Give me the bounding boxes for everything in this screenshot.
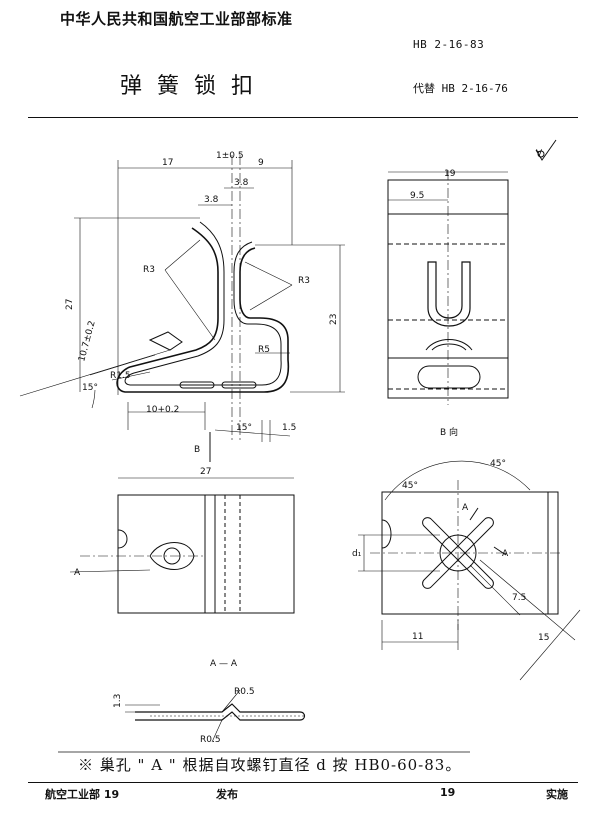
footer-issuer: 航空工业部 19: [45, 788, 120, 801]
document-title: 弹 簧 锁 扣: [120, 74, 257, 99]
svg-text:15°: 15°: [82, 383, 98, 393]
footnote: ※ 巢孔 " A " 根据自攻螺钉直径 d 按 HB0-60-83。: [78, 756, 462, 774]
svg-text:3.8: 3.8: [204, 195, 219, 205]
replaces-standard: 代替 HB 2-16-76: [413, 82, 508, 95]
svg-text:45°: 45°: [402, 481, 418, 491]
footer-effective: 实施: [546, 788, 568, 801]
main-view: [19, 155, 345, 462]
side-view: [387, 170, 509, 405]
svg-text:A: A: [502, 549, 509, 559]
svg-text:R0.5: R0.5: [200, 735, 221, 745]
svg-text:9.5: 9.5: [410, 191, 424, 201]
svg-text:R3: R3: [298, 276, 310, 286]
footer-issued: 发布: [216, 788, 238, 801]
svg-text:45°: 45°: [490, 459, 506, 469]
svg-text:A — A: A — A: [210, 659, 238, 669]
svg-text:d₁: d₁: [352, 549, 362, 559]
svg-text:15: 15: [538, 633, 549, 643]
issuing-organization: 中华人民共和国航空工业部部标准: [60, 10, 293, 28]
svg-text:9: 9: [258, 158, 264, 168]
svg-text:A: A: [462, 503, 469, 513]
svg-text:1.5: 1.5: [282, 423, 296, 433]
svg-text:27: 27: [65, 299, 75, 310]
footer-year: 19: [440, 786, 456, 799]
svg-text:11: 11: [412, 632, 423, 642]
svg-text:10+0.2: 10+0.2: [146, 405, 179, 415]
svg-text:19: 19: [444, 169, 456, 179]
section-a-a: [125, 689, 306, 743]
svg-text:7.5: 7.5: [512, 593, 526, 603]
svg-text:1.3: 1.3: [113, 694, 123, 708]
svg-text:R5: R5: [258, 345, 270, 355]
svg-text:1±0.5: 1±0.5: [216, 151, 244, 161]
svg-text:R0.5: R0.5: [234, 687, 255, 697]
standard-number: HB 2-16-83: [413, 38, 485, 51]
svg-text:23: 23: [329, 314, 339, 325]
bottom-view: [69, 477, 295, 614]
dimension-labels: 17 1±0.5 9 3.8 3.8 27 R3 R3 23 R5 R1.5 1…: [65, 149, 549, 745]
b-view: [358, 460, 581, 681]
svg-text:R3: R3: [143, 265, 155, 275]
svg-text:17: 17: [162, 158, 173, 168]
svg-text:R1.5: R1.5: [110, 371, 131, 381]
svg-text:15°: 15°: [236, 423, 252, 433]
svg-text:A: A: [74, 568, 81, 578]
surface-finish-symbol: ∀: [536, 149, 543, 159]
header-rule: [28, 117, 578, 118]
footer-rule: [28, 782, 578, 783]
svg-text:B 向: B 向: [440, 426, 458, 438]
svg-text:10.7±0.2: 10.7±0.2: [77, 320, 98, 363]
svg-text:B: B: [194, 445, 200, 455]
svg-text:27: 27: [200, 467, 211, 477]
svg-text:3.8: 3.8: [234, 178, 249, 188]
